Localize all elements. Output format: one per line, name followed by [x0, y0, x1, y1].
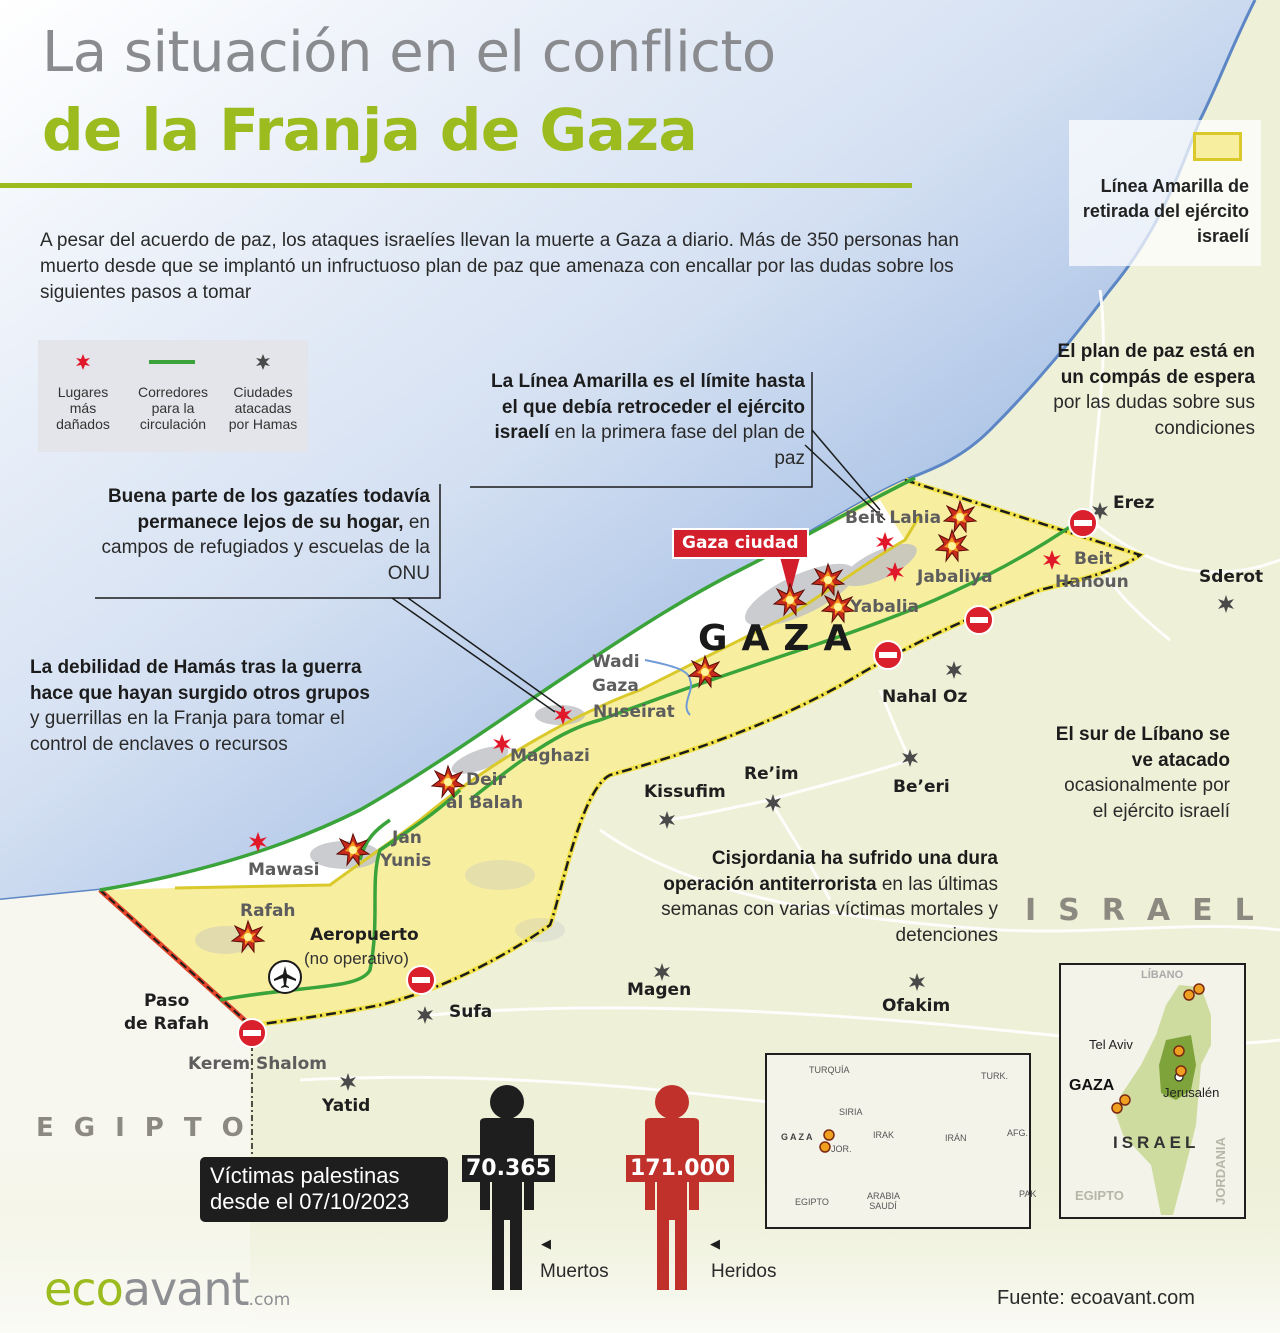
gray-star-icon: [218, 340, 308, 384]
place-nahal-oz: Nahal Oz: [882, 687, 968, 707]
note-peace-plan: El plan de paz está en un compás de espe…: [1053, 341, 1255, 439]
gaza-region-label: GAZA: [698, 618, 866, 659]
pointer-triangle-icon: ◀: [541, 1237, 551, 1252]
gaza-city-callout: Gaza ciudad: [672, 528, 809, 559]
place-sufa: Sufa: [449, 1002, 493, 1022]
note-hamas: La debilidad de Hamás tras la guerra hac…: [30, 657, 370, 755]
place-wadi-gaza-2: Gaza: [592, 676, 639, 696]
place-kissufim: Kissufim: [644, 782, 726, 802]
dead-label: Muertos: [540, 1261, 609, 1282]
explosion-icon: [819, 1129, 835, 1153]
place-maghazi: Maghazi: [510, 746, 590, 766]
place-airport: Aeropuerto: [310, 925, 419, 945]
place-ofakim: Ofakim: [882, 996, 951, 1016]
place-deir-2: al Balah: [446, 793, 524, 813]
airport-icon: [268, 960, 302, 994]
place-beit-hanoun-1: Beit: [1074, 549, 1113, 569]
place-deir-1: Deir: [466, 770, 506, 790]
yellow-zone-swatch-icon: [1193, 132, 1242, 161]
note-displaced: Buena parte de los gazatíes todavía perm…: [101, 486, 430, 584]
map-legend: Lugares más dañados Corredores para la c…: [38, 340, 308, 452]
place-paso-rafah-1: Paso: [144, 991, 190, 1011]
legend-item-damaged: Lugares más dañados: [38, 340, 128, 452]
dead-count: 70.365: [462, 1155, 555, 1182]
country-egypt: EGIPTO: [36, 1113, 264, 1143]
place-erez: Erez: [1113, 493, 1155, 513]
victims-title: Víctimas palestinas desde el 07/10/2023: [200, 1157, 448, 1222]
place-kerem-shalom: Kerem Shalom: [188, 1054, 327, 1074]
place-magen: Magen: [627, 980, 692, 1000]
place-airport-note: (no operativo): [304, 949, 409, 968]
place-sderot: Sderot: [1199, 567, 1264, 587]
country-israel: ISRAEL: [1025, 893, 1276, 928]
place-jan-yunis-1: Jan: [392, 828, 422, 848]
place-mawasi: Mawasi: [248, 860, 320, 880]
yellow-line-legend: Línea Amarilla de retirada del ejército …: [1069, 120, 1261, 266]
legend-item-corridors: Corredores para la circulación: [128, 340, 218, 452]
note-west-bank: Cisjordania ha sufrido una dura operació…: [661, 848, 998, 946]
title-divider: [0, 183, 912, 188]
red-star-icon: [38, 340, 128, 384]
source-credit: Fuente: ecoavant.com: [997, 1287, 1195, 1309]
place-nuseirat: Nuseirat: [593, 702, 675, 722]
place-jan-yunis-2: Yunis: [380, 851, 432, 871]
place-beeri: Be’eri: [893, 777, 950, 797]
note-lebanon: El sur de Líbano se ve atacado ocasional…: [1055, 724, 1230, 822]
green-line-icon: [128, 340, 218, 384]
pointer-triangle-icon: ◀: [710, 1237, 720, 1252]
region-inset-map: TURQUÍA TURK. SIRIA GAZA JOR. IRAK IRÁN …: [765, 1053, 1036, 1229]
place-yabalia: Yabalia: [850, 597, 919, 617]
place-beit-hanoun-2: Hanoun: [1055, 572, 1129, 592]
place-wadi-gaza-1: Wadi: [592, 652, 640, 672]
page-title-line2: de la Franja de Gaza: [42, 96, 698, 164]
place-yatid: Yatid: [322, 1096, 371, 1116]
place-beit-lahia: Beit Lahia: [845, 508, 942, 528]
place-rafah: Rafah: [240, 901, 296, 921]
page-title-line1: La situación en el conflicto: [42, 20, 776, 85]
legend-item-attacked: Ciudades atacadas por Hamas: [218, 340, 308, 452]
injured-label: Heridos: [711, 1261, 777, 1282]
yellow-line-legend-label: Línea Amarilla de retirada del ejército …: [1082, 176, 1249, 246]
intro-paragraph: A pesar del acuerdo de paz, los ataques …: [40, 230, 959, 303]
place-reim: Re’im: [744, 764, 799, 784]
ecoavant-logo[interactable]: ecoavant.com: [44, 1262, 291, 1316]
injured-count: 171.000: [626, 1155, 735, 1182]
israel-inset-map: LÍBANO Tel Aviv GAZA Jerusalén ISRAEL EG…: [1059, 963, 1246, 1219]
place-jabaliya: Jabaliya: [917, 567, 993, 587]
place-paso-rafah-2: de Rafah: [124, 1014, 210, 1034]
note-yellow-line: La Línea Amarilla es el límite hasta el …: [491, 371, 805, 469]
